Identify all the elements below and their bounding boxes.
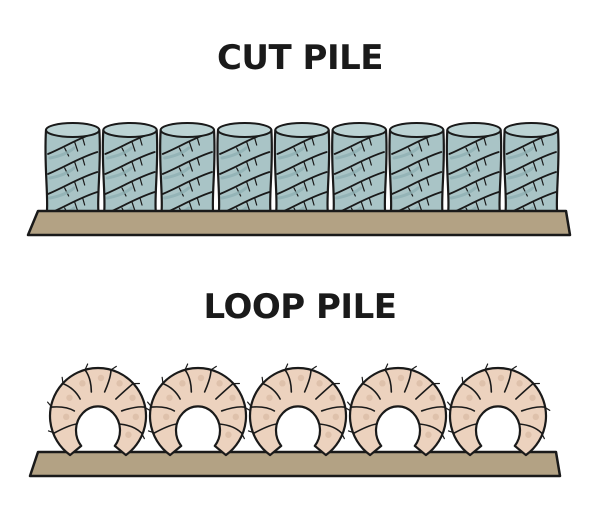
loop-pile-title: LOOP PILE <box>203 287 397 327</box>
loop-pile-illustration <box>28 363 562 478</box>
loop-pile-backing <box>28 450 562 478</box>
loop-pile-loop <box>447 363 551 457</box>
cut-pile-tuft <box>44 122 101 220</box>
cut-pile-backing <box>26 209 572 237</box>
loop-pile-loop <box>47 363 151 457</box>
cut-pile-illustration <box>26 122 572 237</box>
cut-pile-tufts <box>44 122 560 220</box>
cut-pile-title: CUT PILE <box>216 38 384 78</box>
loop-pile-loop <box>147 363 251 457</box>
cut-pile-tuft <box>273 122 331 220</box>
loop-pile-loop <box>247 363 351 457</box>
cut-pile-tuft <box>159 122 216 220</box>
cut-pile-tuft <box>388 122 445 220</box>
cut-pile-tuft <box>216 122 273 220</box>
cut-pile-tuft <box>101 122 159 220</box>
cut-pile-tuft <box>445 122 503 220</box>
cut-pile-tuft <box>331 122 388 220</box>
cut-pile-tuft <box>503 122 560 220</box>
loop-pile-loops <box>47 363 551 457</box>
loop-pile-loop <box>347 363 451 457</box>
